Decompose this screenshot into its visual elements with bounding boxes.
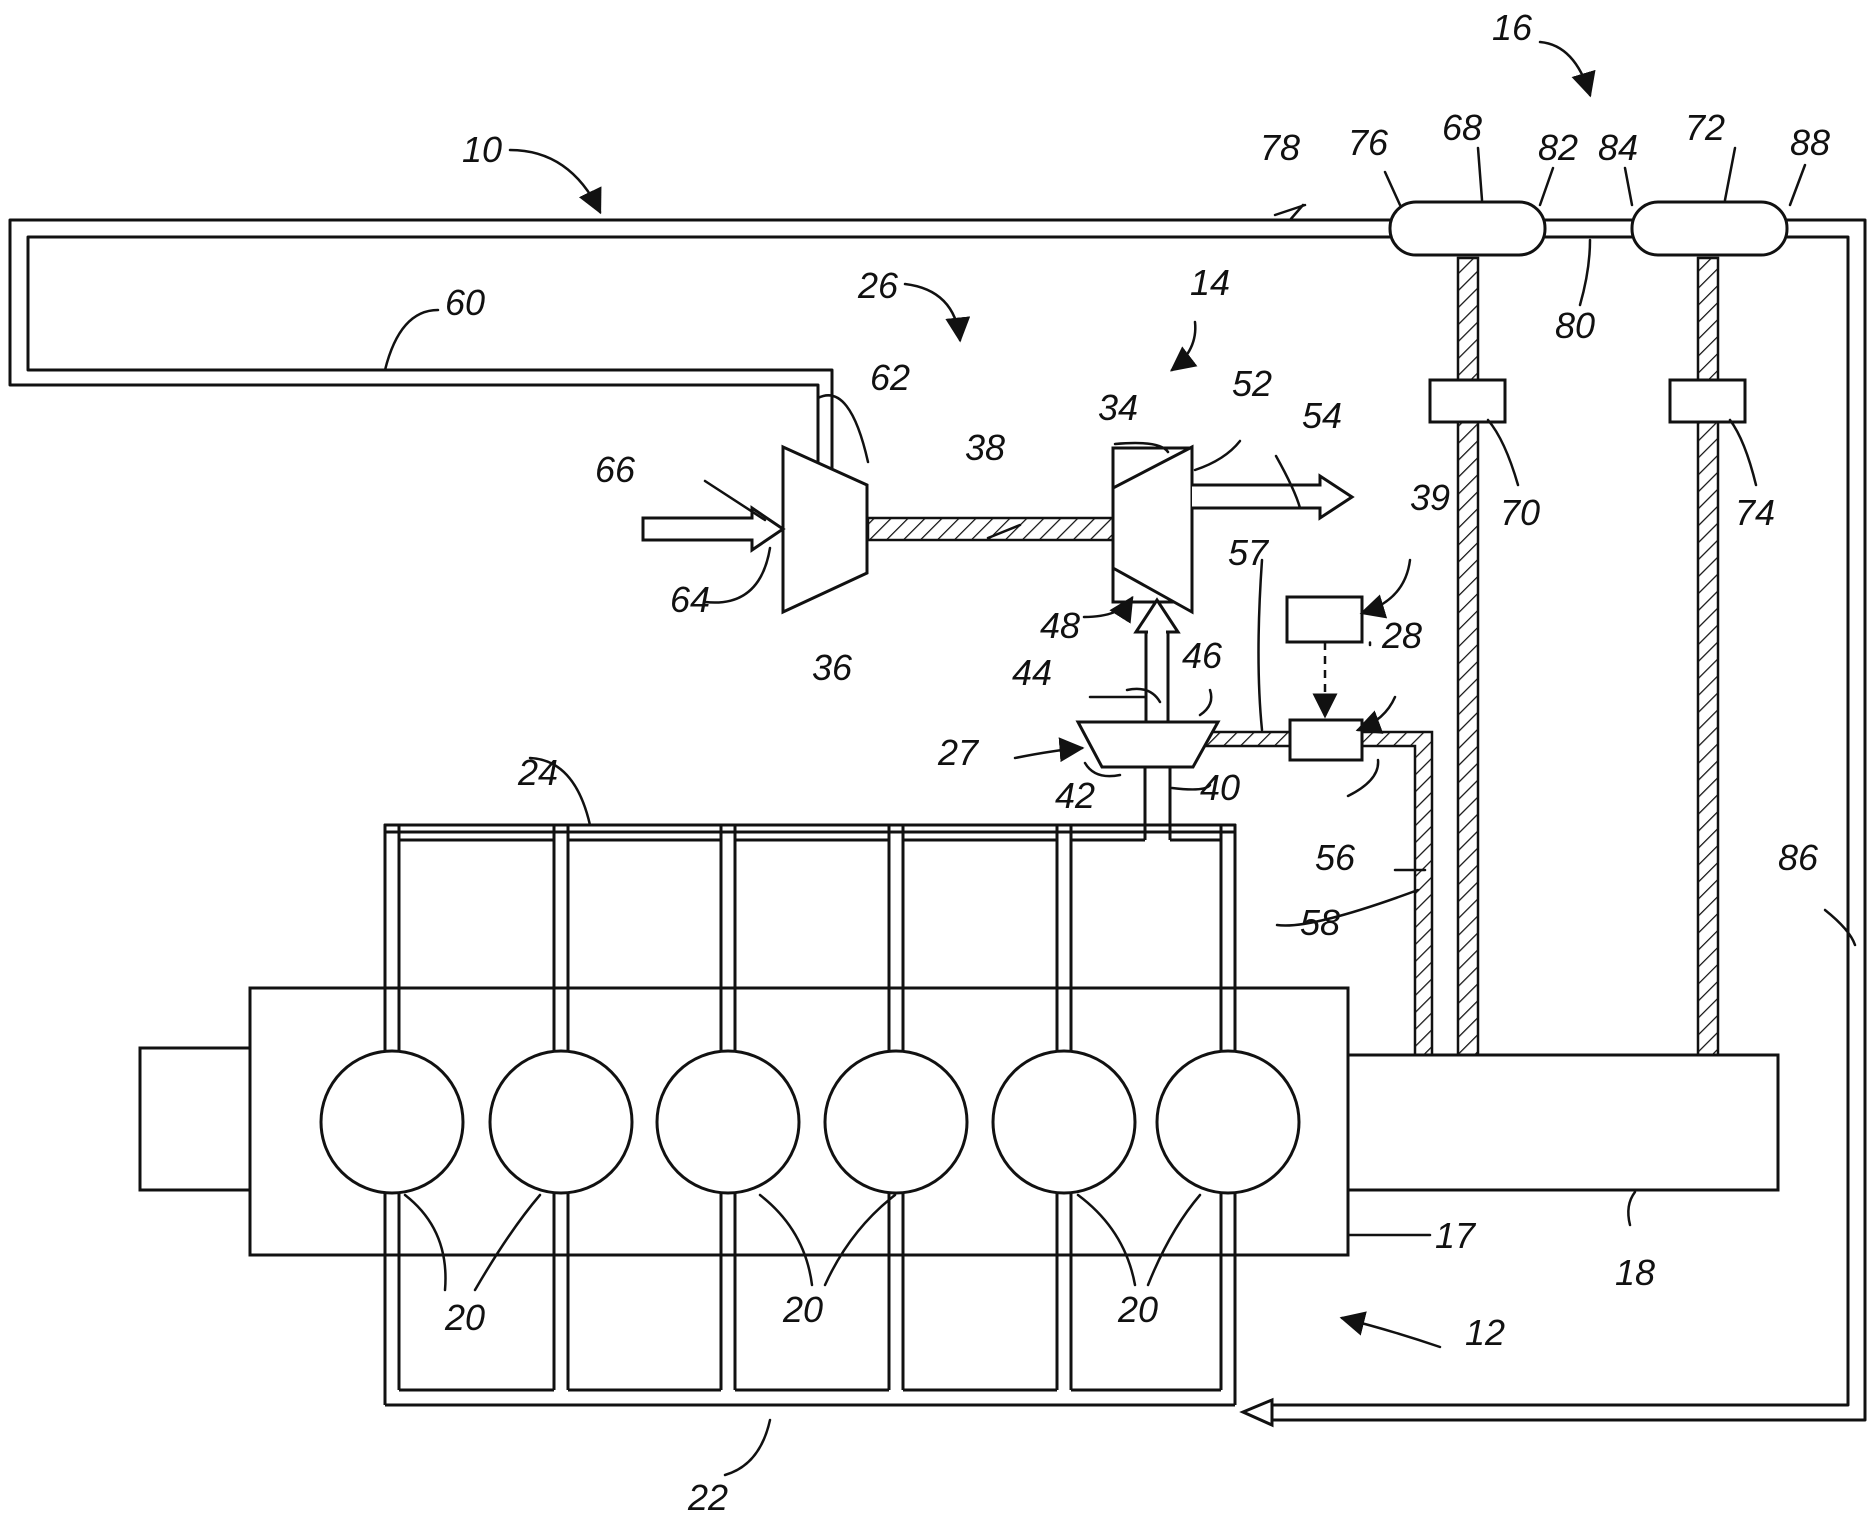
coupling-28 (1290, 720, 1362, 760)
label-44: 44 (1012, 652, 1052, 693)
coupling-70 (1430, 380, 1505, 422)
label-48: 48 (1040, 605, 1080, 646)
label-64: 64 (670, 579, 710, 620)
cylinder-2 (490, 1051, 632, 1193)
label-57: 57 (1228, 532, 1270, 573)
label-56: 56 (1315, 837, 1356, 878)
label-66: 66 (595, 449, 636, 490)
hatched-shafts (868, 258, 1718, 1055)
label-72: 72 (1685, 107, 1725, 148)
charge-air-pipe-60 (10, 220, 1390, 469)
exhaust-manifold (385, 775, 1235, 990)
label-70: 70 (1500, 492, 1540, 533)
label-20a: 20 (444, 1297, 485, 1338)
engine-block (140, 988, 1348, 1255)
compressor-36 (783, 447, 867, 612)
exhaust-pipe-44 (1136, 600, 1178, 722)
label-22: 22 (687, 1477, 728, 1518)
label-80: 80 (1555, 305, 1595, 346)
heat-exchanger-72 (1632, 202, 1787, 255)
cylinder-4 (825, 1051, 967, 1193)
cylinder-1 (321, 1051, 463, 1193)
label-28: 28 (1381, 615, 1422, 656)
label-62: 62 (870, 357, 910, 398)
label-10: 10 (462, 129, 502, 170)
label-42: 42 (1055, 775, 1095, 816)
engine-end-cap (140, 1048, 250, 1190)
label-20b: 20 (782, 1289, 823, 1330)
power-turbine-27 (1078, 722, 1218, 767)
exhaust-outlet-arrow (1192, 476, 1352, 518)
label-78: 78 (1260, 127, 1300, 168)
label-12: 12 (1465, 1312, 1505, 1353)
label-88: 88 (1790, 122, 1830, 163)
cylinder-3 (657, 1051, 799, 1193)
label-60: 60 (445, 282, 485, 323)
cylinder-6 (1157, 1051, 1299, 1193)
label-58: 58 (1300, 902, 1340, 943)
shaft-74 (1698, 258, 1718, 1055)
shaft-70 (1458, 258, 1478, 1055)
label-39: 39 (1410, 477, 1450, 518)
shaft-57 (1200, 732, 1290, 746)
heat-exchanger-68 (1390, 202, 1545, 255)
label-52: 52 (1232, 363, 1272, 404)
coupling-74 (1670, 380, 1745, 422)
label-14: 14 (1190, 262, 1230, 303)
label-38: 38 (965, 427, 1005, 468)
label-86: 86 (1778, 837, 1819, 878)
label-46: 46 (1182, 635, 1223, 676)
intake-air-arrow (643, 508, 783, 550)
label-26: 26 (857, 265, 899, 306)
label-27: 27 (937, 732, 980, 773)
label-16: 16 (1492, 7, 1533, 48)
label-20c: 20 (1117, 1289, 1158, 1330)
cylinder-5 (993, 1051, 1135, 1193)
label-40: 40 (1200, 767, 1240, 808)
label-54: 54 (1302, 395, 1342, 436)
label-74: 74 (1735, 492, 1775, 533)
label-34: 34 (1098, 387, 1138, 428)
label-68: 68 (1442, 107, 1482, 148)
controller-39 (1287, 597, 1362, 642)
label-24: 24 (517, 752, 558, 793)
label-36: 36 (812, 647, 853, 688)
label-76: 76 (1348, 122, 1389, 163)
label-82: 82 (1538, 127, 1578, 168)
label-84: 84 (1598, 127, 1638, 168)
label-18: 18 (1615, 1252, 1655, 1293)
transmission-housing (1348, 1055, 1778, 1190)
label-17: 17 (1435, 1215, 1477, 1256)
